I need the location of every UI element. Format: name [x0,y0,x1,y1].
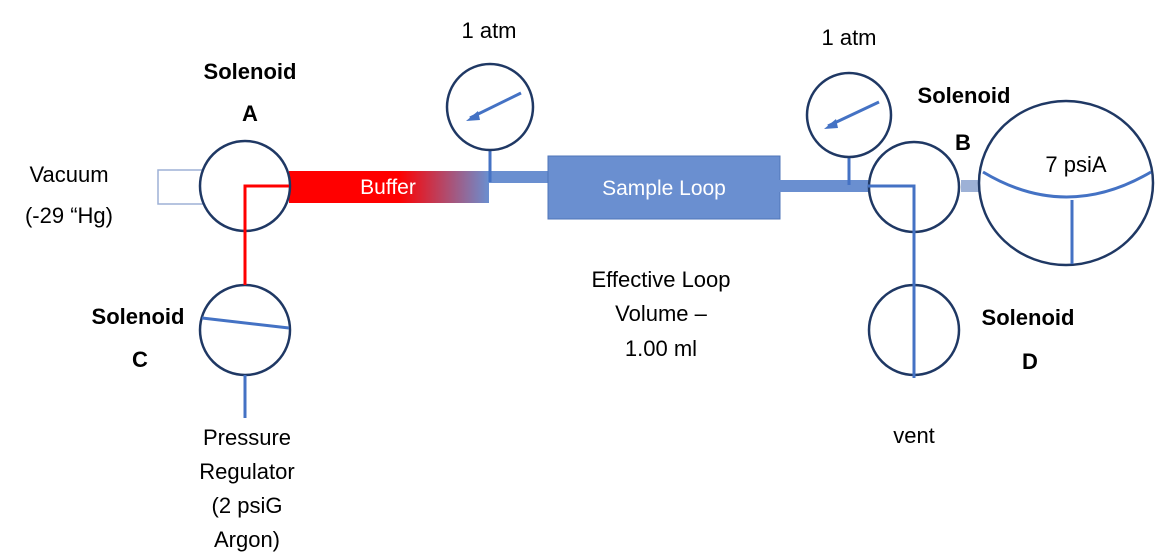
pressure-tank [977,99,1155,267]
solenoid-a-label: Solenoid [204,59,297,84]
solenoid-c-letter: C [132,347,148,372]
vacuum-label-line2: (-29 “Hg) [25,203,113,228]
buffer-tube [289,171,489,203]
buffer-label: Buffer [360,176,416,199]
buffer-to-loop-pipe [487,171,549,183]
regulator-line3: (2 psiG [212,493,283,518]
regulator-line2: Regulator [199,459,294,484]
loop-to-b-pipe [779,180,870,192]
effective-volume-line1: Effective Loop [591,267,730,292]
solenoid-d-letter: D [1022,349,1038,374]
effective-volume-line3: 1.00 ml [625,336,697,361]
effective-volume-line2: Volume – [615,301,707,326]
solenoid-d-label: Solenoid [982,305,1075,330]
solenoid-valve-c [198,283,292,377]
solenoid-b-label: Solenoid [918,83,1011,108]
vent-label: vent [893,423,935,448]
sample-loop-label: Sample Loop [602,177,726,200]
gauge-right-label: 1 atm [821,25,876,50]
solenoid-a-letter: A [242,101,258,126]
vacuum-label-line1: Vacuum [29,162,108,187]
regulator-line1: Pressure [203,425,291,450]
regulator-line4: Argon) [214,527,280,552]
solenoid-c-label: Solenoid [92,304,185,329]
gauge-left-label: 1 atm [461,18,516,43]
pressure-gauge-right [805,71,893,159]
vent-flow-path [868,184,916,378]
vacuum-port [157,169,204,205]
buffer-flow-path [243,184,289,285]
pressure-gauge-left [445,62,535,152]
tank-label: 7 psiA [1045,152,1106,177]
b-to-tank-pipe [961,180,983,192]
sample-loop [547,155,781,220]
solenoid-b-letter: B [955,130,971,155]
